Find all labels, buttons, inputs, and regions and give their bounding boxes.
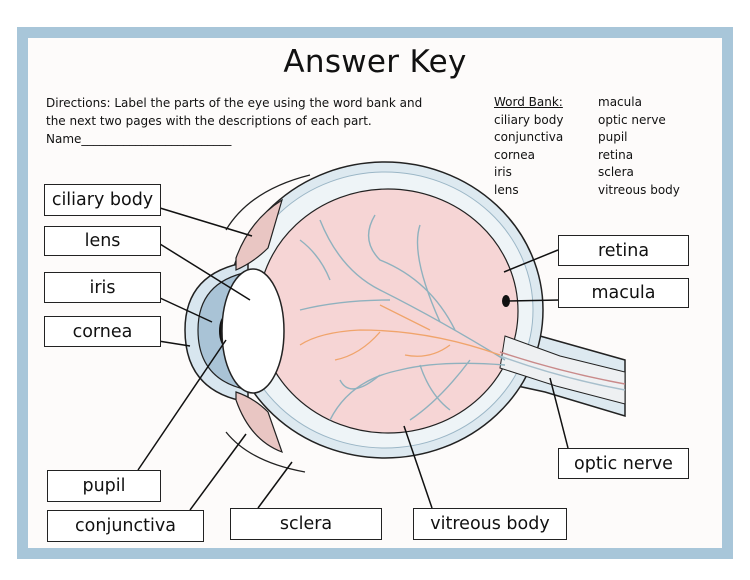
leader-optic-nerve: [549, 377, 569, 449]
word-bank-column-1: Word Bank: ciliary body conjunctiva corn…: [494, 94, 563, 200]
leader-lines: [137, 207, 569, 511]
label-vitreous-body: vitreous body: [413, 508, 567, 540]
ciliary-body-top: [235, 198, 284, 271]
word-bank-item: sclera: [598, 165, 634, 180]
label-pupil: pupil: [47, 470, 161, 502]
leader-macula: [505, 299, 561, 302]
label-iris: iris: [44, 272, 161, 303]
leader-lens: [159, 243, 251, 301]
word-bank-item: pupil: [598, 130, 628, 145]
label-macula: macula: [558, 278, 689, 308]
vitreous-body: [257, 188, 519, 434]
leader-pupil: [137, 339, 227, 471]
word-bank-item: macula: [598, 95, 642, 109]
label-sclera: sclera: [230, 508, 382, 540]
word-bank-item: retina: [598, 147, 634, 162]
label-retina: retina: [558, 235, 689, 266]
page-title: Answer Key: [283, 44, 467, 80]
word-bank-item: optic nerve: [598, 112, 666, 127]
orange-vessels: [299, 304, 501, 361]
leader-retina: [503, 249, 559, 273]
name-line: Name_________________________: [46, 132, 232, 146]
lens: [221, 268, 285, 394]
leader-ciliary-body: [159, 207, 253, 237]
directions-line-1: Directions: Label the parts of the eye u…: [46, 96, 423, 110]
word-bank-item: conjunctiva: [494, 130, 564, 145]
label-lens: lens: [44, 226, 161, 256]
leader-sclera: [257, 461, 293, 509]
word-bank-item: ciliary body: [494, 112, 564, 127]
word-bank-item: cornea: [494, 147, 536, 162]
label-cornea: cornea: [44, 316, 161, 347]
word-bank-item: vitreous body: [598, 182, 680, 197]
leader-conjunctiva: [189, 433, 247, 511]
leader-iris: [159, 297, 213, 323]
leader-vitreous-body: [403, 425, 433, 509]
conjunctiva-outline: [225, 174, 311, 231]
label-optic-nerve: optic nerve: [558, 448, 689, 479]
directions-line-2: the next two pages with the descriptions…: [46, 114, 372, 128]
ciliary-body-bottom: [235, 391, 283, 454]
word-bank-item: lens: [494, 182, 519, 197]
blood-vessels: [299, 214, 506, 421]
label-ciliary-body: ciliary body: [44, 184, 161, 216]
word-bank-item: iris: [494, 165, 512, 180]
word-bank-column-2: macula optic nerve pupil retina sclera v…: [598, 94, 680, 200]
directions: Directions: Label the parts of the eye u…: [46, 94, 466, 148]
label-conjunctiva: conjunctiva: [47, 510, 204, 542]
word-bank-heading: Word Bank:: [494, 95, 563, 109]
